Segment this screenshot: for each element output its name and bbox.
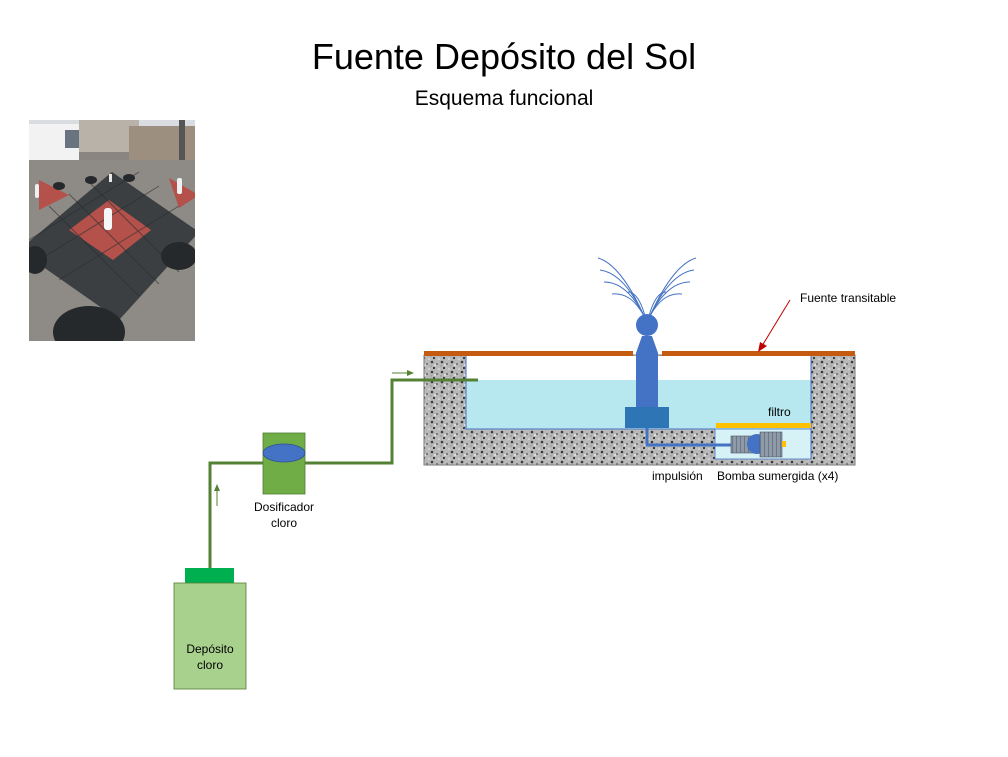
fountain-photo bbox=[29, 120, 195, 341]
label-impulsion: impulsión bbox=[652, 469, 703, 483]
label-dosificador-line1: Dosificador bbox=[253, 500, 315, 514]
page-title: Fuente Depósito del Sol bbox=[311, 36, 697, 77]
label-deposito: Depósito cloro bbox=[174, 641, 246, 673]
fountain-nozzle-icon bbox=[625, 314, 669, 428]
label-deposito-line2: cloro bbox=[196, 658, 223, 672]
label-fuente-transitable: Fuente transitable bbox=[800, 291, 897, 305]
label-deposito-line1: Depósito bbox=[186, 642, 234, 656]
label-dosificador: Dosificador cloro bbox=[243, 499, 325, 531]
chlorine-doser bbox=[262, 432, 306, 495]
submersible-pump-icon bbox=[730, 431, 786, 458]
label-bomba: Bomba sumergida (x4) bbox=[717, 469, 839, 483]
impulsion-pipe bbox=[645, 428, 733, 447]
chlorine-tank bbox=[173, 568, 247, 690]
page-subtitle: Esquema funcional bbox=[414, 87, 594, 110]
label-dosificador-line2: cloro bbox=[270, 516, 297, 530]
flow-arrow-right bbox=[392, 370, 414, 376]
pointer-arrow bbox=[758, 299, 791, 352]
filter-bar bbox=[716, 423, 811, 428]
flow-arrow-up bbox=[214, 484, 220, 506]
water-jets bbox=[597, 257, 697, 317]
label-filtro: filtro bbox=[768, 405, 791, 419]
walkable-deck bbox=[424, 351, 855, 356]
chlorine-pipe bbox=[208, 378, 478, 568]
